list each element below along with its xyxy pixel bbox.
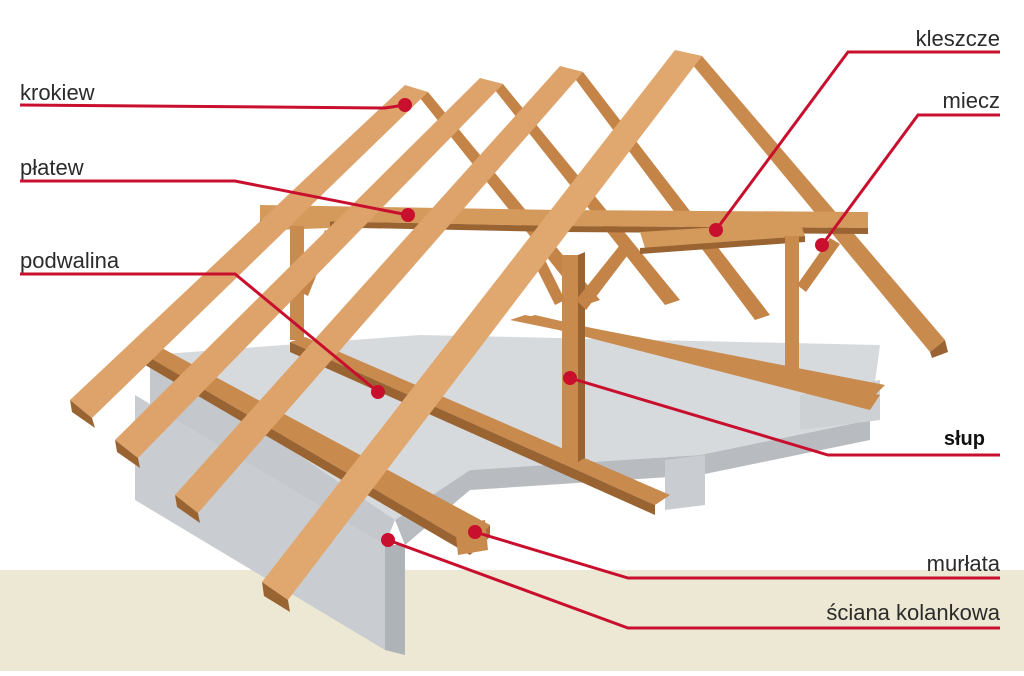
label-sciana-kolankowa: ściana kolankowa	[826, 600, 1000, 625]
leader-slup	[569, 376, 1000, 457]
leader-lines	[19, 50, 1000, 630]
leader-platew	[20, 179, 409, 217]
label-murlata: murłata	[927, 551, 1001, 576]
leader-miecz	[820, 113, 1000, 246]
label-miecz: miecz	[943, 88, 1000, 113]
label-kleszcze: kleszcze	[916, 26, 1000, 51]
knee-wall-front	[135, 395, 385, 650]
leader-sciana	[387, 538, 1000, 630]
label-platew: płatew	[20, 155, 84, 180]
interior-wall	[665, 455, 705, 510]
label-podwalina: podwalina	[20, 248, 120, 273]
label-krokiew: krokiew	[20, 80, 95, 105]
label-slup: słup	[944, 428, 985, 450]
leader-murlata	[474, 530, 1000, 580]
leader-podwalina	[20, 272, 379, 394]
leader-dots	[371, 98, 829, 547]
leader-krokiew	[19, 103, 406, 110]
leader-kleszcze	[714, 50, 1000, 231]
front-rafters	[70, 50, 702, 612]
